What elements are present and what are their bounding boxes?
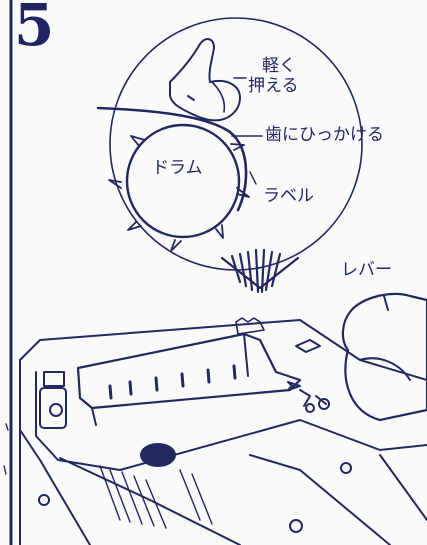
lever — [341, 292, 427, 422]
margin-mark — [3, 423, 9, 475]
leader-label — [249, 171, 257, 185]
roller — [140, 443, 176, 467]
label-press-lightly-2: 押える — [248, 76, 299, 96]
finger-icon — [169, 38, 241, 122]
drum — [108, 123, 250, 252]
label-lever: レバー — [341, 260, 392, 280]
labeler-device — [19, 292, 427, 545]
label-drum: ドラム — [152, 158, 203, 178]
label-tape — [96, 106, 248, 212]
step-number: 5 — [14, 0, 55, 59]
label-press-lightly-1: 軽く — [262, 56, 296, 76]
label-hook-teeth: 歯にひっかける — [265, 125, 384, 145]
down-arrow-icon — [220, 248, 300, 294]
label-label: ラベル — [263, 186, 314, 206]
